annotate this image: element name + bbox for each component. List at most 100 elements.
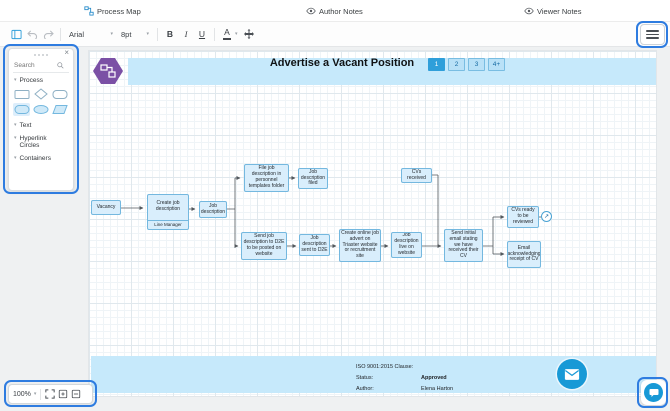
redo-button[interactable] [41,25,55,43]
toolbar-divider [60,27,61,41]
search-input[interactable] [13,61,57,70]
viewer-notes-label: Viewer Notes [537,6,582,16]
brand-widget[interactable] [641,380,666,405]
flow-node-send-initial-email[interactable]: Send initial email stating we have recei… [444,229,483,262]
page-title: Advertise a Vacant Position [269,57,415,69]
font-family-select[interactable]: Arial ▾ [65,25,117,43]
flow-node-job-description-sent-d2e[interactable]: Job description sent to D2E [299,234,330,256]
toolbar-divider [157,27,158,41]
move-tool-button[interactable] [242,25,256,43]
process-map-label: Process Map [97,6,141,16]
shape-thumb-stadium[interactable] [13,102,31,116]
flow-node-create-online-job-advert[interactable]: Create online job advert on Triaster web… [339,229,381,262]
eye-icon [524,7,534,15]
author-notes-toggle[interactable]: Author Notes [306,0,363,22]
search-icon [57,62,64,69]
status-label: Status: [356,375,374,381]
flow-node-file-job-description[interactable]: File job description in personnel templa… [244,164,289,192]
shape-thumb-parallelogram[interactable] [52,103,69,116]
zoom-level-dropdown[interactable]: 100% [13,390,31,398]
flow-node-send-job-description-d2e[interactable]: Send job description to D2E to be posted… [241,232,287,260]
toolbar-divider [214,27,215,41]
envelope-icon [564,368,580,380]
font-family-value: Arial [69,29,85,39]
section-process[interactable]: ▾ Process [9,74,73,87]
process-map-page[interactable]: Advertise a Vacant Position 1 2 3 4+ [88,50,657,397]
move-icon [243,29,254,39]
redo-icon [43,30,54,39]
zoom-controls: 100% ▾ [8,384,93,404]
chevron-down-icon: ▾ [14,134,17,141]
section-process-label: Process [19,77,43,84]
chevron-down-icon: ▾ [146,30,149,37]
canvas-area[interactable]: Advertise a Vacant Position 1 2 3 4+ [0,47,670,411]
close-icon[interactable]: × [64,48,69,57]
node-role-label: Line Manager [148,219,188,229]
panel-toggle-button[interactable] [9,25,23,43]
fullscreen-icon [45,389,56,399]
chevron-down-icon: ▾ [235,30,238,37]
drag-handle-icon[interactable] [33,53,49,57]
flow-node-cvs-ready-review[interactable]: CVs ready to be reviewed [507,206,539,228]
format-toolbar: Arial ▾ 8pt ▾ B I U A ▾ [0,22,670,47]
panel-header: × [9,48,73,59]
italic-button[interactable]: I [184,29,188,39]
author-value: Elena Harton [421,386,454,392]
hyperlink-arrow-icon: ↗ [543,214,550,220]
shape-thumb-rounded-rect[interactable] [52,88,69,101]
undo-button[interactable] [25,25,39,43]
section-text[interactable]: ▾ Text [9,119,73,132]
shape-thumb-ellipse[interactable] [32,103,49,116]
section-containers[interactable]: ▾ Containers [9,152,73,165]
flow-node-cvs-received[interactable]: CVs received [401,168,432,183]
font-size-select[interactable]: 8pt ▾ [117,25,153,43]
page-button-3[interactable]: 3 [468,58,485,71]
iso-clause-label: ISO 9001:2015 Clause: [356,364,414,370]
company-logo-hexagon [93,58,123,84]
node-label: Create job description [155,200,181,213]
page-number-buttons: 1 2 3 4+ [428,58,505,71]
shapes-panel-icon [10,29,22,39]
color-swatch-bar [223,37,231,40]
author-label: Author: [356,386,374,392]
chevron-down-icon: ▾ [110,30,113,37]
chevron-down-icon: ▾ [14,121,17,128]
author-notes-label: Author Notes [319,6,363,16]
undo-icon [26,30,37,39]
viewer-notes-toggle[interactable]: Viewer Notes [524,0,581,22]
page-button-2[interactable]: 2 [448,58,465,71]
section-hyperlink-circles-label: Hyperlink Circles [19,134,47,150]
flow-node-job-description-live[interactable]: Job description live on website [391,232,422,258]
shape-search [13,61,69,73]
flow-node-job-description[interactable]: Job description [199,201,227,218]
shape-thumb-diamond[interactable] [32,88,49,101]
chevron-down-icon: ▾ [33,390,37,397]
section-hyperlink-circles[interactable]: ▾ Hyperlink Circles [9,132,73,153]
fit-page-button[interactable] [58,389,68,399]
email-contact-button[interactable] [557,359,587,389]
chevron-down-icon: ▾ [14,155,17,162]
text-color-button[interactable]: A [220,25,234,43]
bold-button[interactable]: B [166,29,174,39]
fullscreen-button[interactable] [45,389,56,399]
flow-node-job-description-filed[interactable]: Job description filed [298,168,328,189]
menu-button[interactable] [640,24,665,45]
underline-button[interactable]: U [198,29,206,39]
brand-circle [644,383,663,402]
process-map-tab[interactable]: Process Map [84,0,141,22]
text-color-a: A [223,28,231,40]
zoom-divider [40,388,42,400]
flow-node-create-job-description[interactable]: Create job description Line Manager [147,194,189,230]
shape-thumb-rectangle[interactable] [13,88,30,101]
hyperlink-circle[interactable]: ↗ [541,211,552,222]
page-button-4plus[interactable]: 4+ [488,58,505,71]
fit-width-button[interactable] [71,389,81,399]
shape-grid [9,87,73,119]
flow-node-vacancy[interactable]: Vacancy [91,200,121,215]
fit-page-icon [59,389,68,399]
fit-width-icon [72,389,81,399]
font-size-value: 8pt [121,29,132,39]
page-button-1[interactable]: 1 [428,58,445,71]
chat-bubble-icon [649,388,658,397]
flow-node-email-acknowledging[interactable]: Email acknowledging receipt of CV [507,241,541,268]
